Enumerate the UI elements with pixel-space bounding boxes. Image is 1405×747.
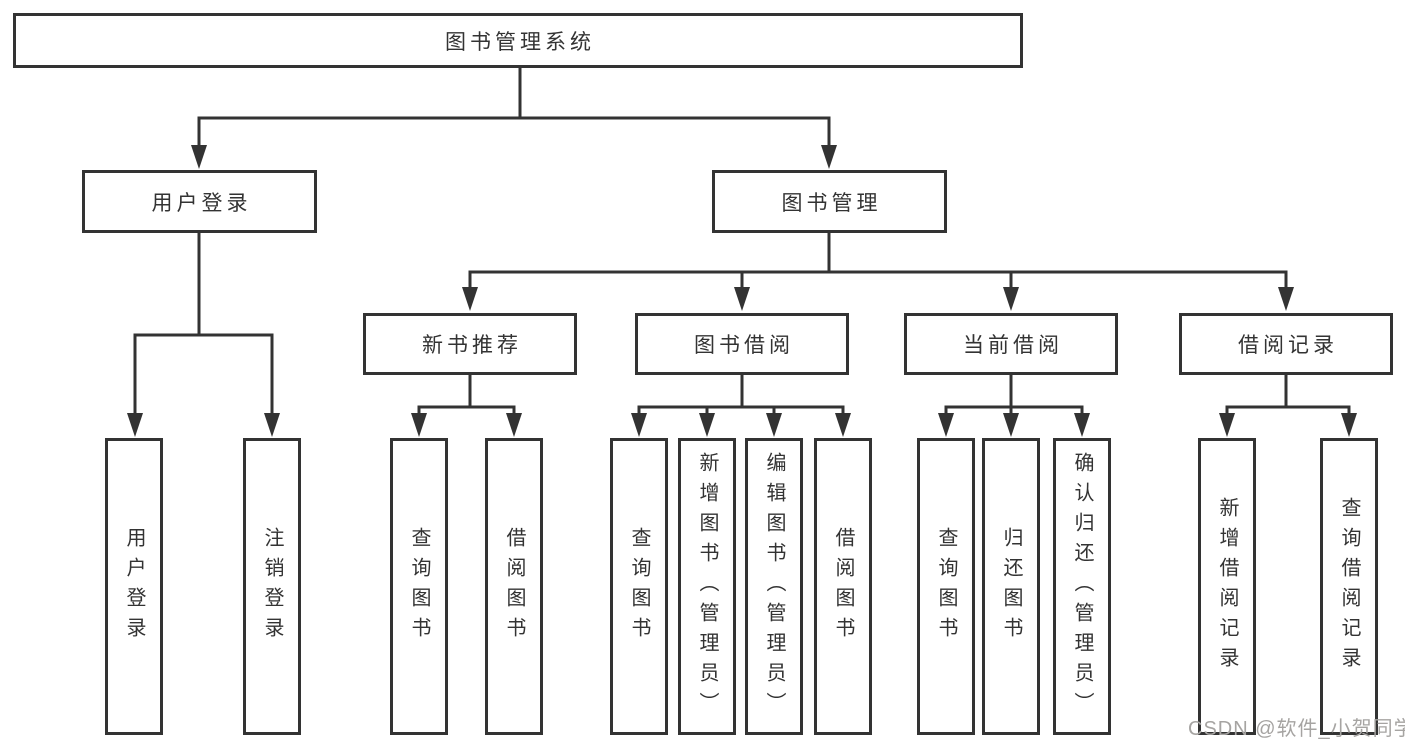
node-label: 确认归还（管理员） bbox=[1071, 451, 1093, 722]
arrowhead bbox=[938, 413, 954, 437]
connector-root-trunk bbox=[197, 68, 831, 147]
node-label: 编辑图书（管理员） bbox=[763, 451, 785, 722]
arrowhead bbox=[835, 413, 851, 437]
node-book-management: 图书管理 bbox=[712, 170, 947, 233]
arrowhead bbox=[734, 287, 750, 311]
node-label: 归还图书 bbox=[1000, 526, 1022, 647]
arrowhead bbox=[631, 413, 647, 437]
node-add-books-admin: 新增图书（管理员） bbox=[678, 438, 736, 735]
node-label: 注销登录 bbox=[261, 526, 283, 647]
arrowhead bbox=[1341, 413, 1357, 437]
arrowhead bbox=[1003, 413, 1019, 437]
connector-book-management-trunk bbox=[468, 233, 1288, 289]
connector-current-borrowing-trunk bbox=[944, 375, 1084, 415]
watermark: CSDN @软件_小贺同学 bbox=[1188, 718, 1405, 740]
node-new-book-recommendation: 新书推荐 bbox=[363, 313, 577, 375]
node-confirm-return-admin: 确认归还（管理员） bbox=[1053, 438, 1111, 735]
node-label: 用户登录 bbox=[123, 526, 145, 647]
node-label: 新增借阅记录 bbox=[1216, 496, 1238, 677]
arrowhead bbox=[506, 413, 522, 437]
arrowhead bbox=[191, 145, 207, 169]
arrowhead bbox=[127, 413, 143, 437]
node-label: 查询图书 bbox=[628, 526, 650, 647]
connector-user-login-trunk bbox=[133, 233, 274, 415]
arrowhead bbox=[1219, 413, 1235, 437]
node-library-management-system: 图书管理系统 bbox=[13, 13, 1023, 68]
node-label: 借阅图书 bbox=[832, 526, 854, 647]
node-query-books-current: 查询图书 bbox=[917, 438, 975, 735]
node-label: 查询借阅记录 bbox=[1338, 496, 1360, 677]
arrowhead bbox=[766, 413, 782, 437]
node-user-login: 用户登录 bbox=[82, 170, 317, 233]
arrowhead bbox=[411, 413, 427, 437]
node-label: 借阅图书 bbox=[503, 526, 525, 647]
node-return-books: 归还图书 bbox=[982, 438, 1040, 735]
node-borrow-books-recommend: 借阅图书 bbox=[485, 438, 543, 735]
node-borrow-books-borrowing: 借阅图书 bbox=[814, 438, 872, 735]
node-user-login-leaf: 用户登录 bbox=[105, 438, 163, 735]
node-label: 新增图书（管理员） bbox=[696, 451, 718, 722]
arrowhead bbox=[264, 413, 280, 437]
node-query-books-recommend: 查询图书 bbox=[390, 438, 448, 735]
node-borrowing-records: 借阅记录 bbox=[1179, 313, 1393, 375]
node-edit-books-admin: 编辑图书（管理员） bbox=[745, 438, 803, 735]
arrowhead bbox=[821, 145, 837, 169]
node-label: 查询图书 bbox=[408, 526, 430, 647]
node-book-borrowing: 图书借阅 bbox=[635, 313, 849, 375]
arrowhead bbox=[462, 287, 478, 311]
connector-borrowing-records-trunk bbox=[1225, 375, 1351, 415]
connector-book-borrowing-trunk bbox=[637, 375, 845, 415]
node-query-borrow-record: 查询借阅记录 bbox=[1320, 438, 1378, 735]
node-add-borrow-record: 新增借阅记录 bbox=[1198, 438, 1256, 735]
arrowhead bbox=[1074, 413, 1090, 437]
connector-new-book-recommendation-trunk bbox=[417, 375, 516, 415]
arrowhead bbox=[1003, 287, 1019, 311]
arrowhead bbox=[1278, 287, 1294, 311]
node-logout: 注销登录 bbox=[243, 438, 301, 735]
arrowhead bbox=[699, 413, 715, 437]
node-query-books-borrowing: 查询图书 bbox=[610, 438, 668, 735]
node-current-borrowing: 当前借阅 bbox=[904, 313, 1118, 375]
node-label: 查询图书 bbox=[935, 526, 957, 647]
